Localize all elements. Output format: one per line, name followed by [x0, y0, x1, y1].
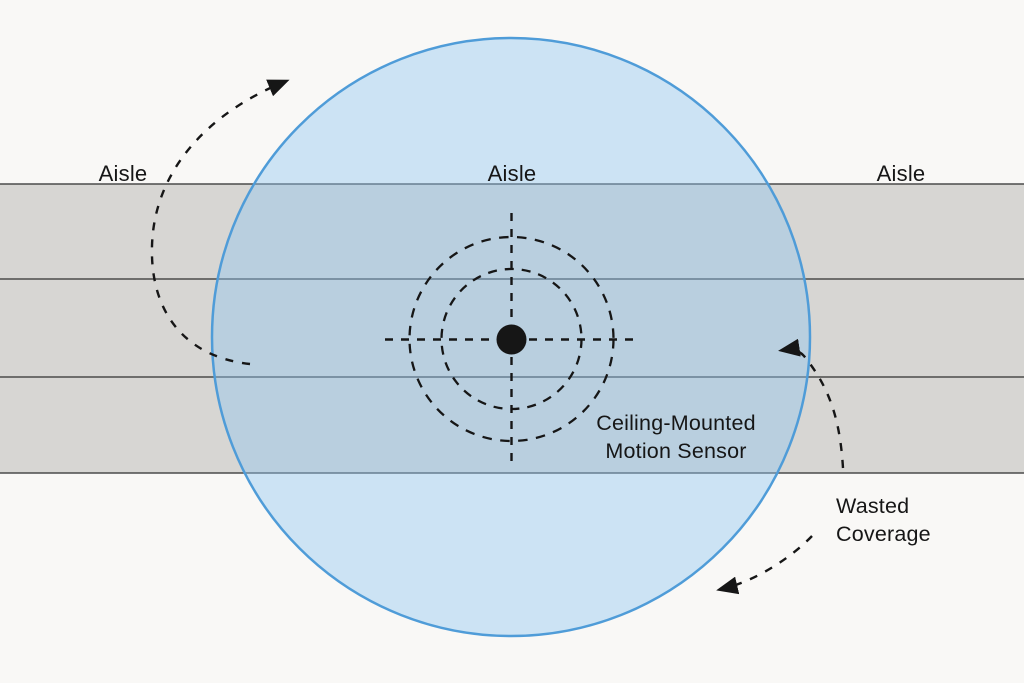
- aisle-label-center: Aisle: [488, 161, 537, 186]
- motion-sensor-dot-icon: [496, 324, 527, 355]
- wasted-coverage-label: Wasted Coverage: [836, 494, 931, 546]
- sensor-label: Ceiling-Mounted Motion Sensor: [596, 411, 756, 463]
- wasted-coverage-label-line2: Coverage: [836, 522, 931, 546]
- sensor-label-line2: Motion Sensor: [605, 439, 746, 463]
- aisle-label-right: Aisle: [877, 161, 926, 186]
- aisle-label-left: Aisle: [99, 161, 148, 186]
- rotation-sweep-arrow: [150, 79, 290, 366]
- wasted-coverage-label-line1: Wasted: [836, 494, 909, 518]
- sensor-label-line1: Ceiling-Mounted: [596, 411, 756, 435]
